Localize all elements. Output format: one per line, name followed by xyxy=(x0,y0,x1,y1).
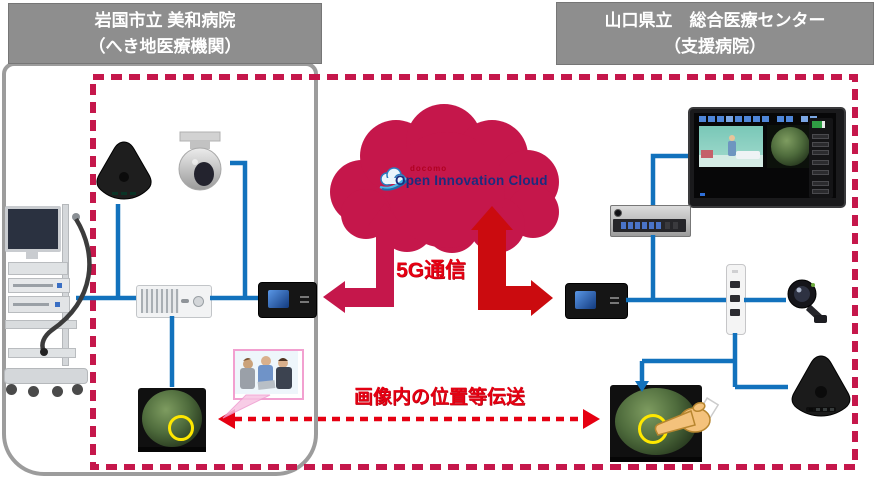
logo-service-text: Open Innovation Cloud xyxy=(395,173,548,188)
endoscopy-cart-icon xyxy=(2,196,94,400)
five-g-label: 5G通信 xyxy=(396,259,467,282)
five-g-arrow-left xyxy=(323,203,402,313)
endoscope-image-left xyxy=(138,388,206,452)
multi-viewer-monitor-icon xyxy=(688,107,846,208)
operating-room-video xyxy=(699,126,763,167)
docomo-cloud-logo: docomo Open Innovation Cloud xyxy=(378,164,563,204)
five-g-router-left-icon xyxy=(258,282,317,318)
logo-brand-text: docomo xyxy=(410,164,448,173)
speakerphone-left-icon xyxy=(93,137,155,205)
speakerphone-right-icon xyxy=(788,352,854,420)
right-hospital-type: （支援病院） xyxy=(664,36,766,56)
right-hospital-header: 山口県立 総合医療センター （支援病院） xyxy=(556,2,874,65)
highlight-circle-right xyxy=(638,414,668,444)
left-hospital-type: （へき地医療機関） xyxy=(88,36,242,56)
webcam-icon xyxy=(786,277,829,324)
position-transfer-label: 画像内の位置等伝送 xyxy=(354,387,526,408)
usb-hub-icon xyxy=(726,264,746,335)
av-codec-icon xyxy=(136,285,212,318)
five-g-arrow-right xyxy=(471,206,553,316)
video-conference-illustration xyxy=(233,349,304,400)
left-hospital-header: 岩国市立 美和病院 （へき地医療機関） xyxy=(8,3,322,64)
monitor-control-panel xyxy=(809,118,833,198)
ptz-camera-icon xyxy=(168,130,232,195)
endoscope-video xyxy=(767,125,814,168)
left-hospital-name: 岩国市立 美和病院 xyxy=(94,11,236,30)
highlight-circle-left xyxy=(168,415,194,441)
right-hospital-name: 山口県立 総合医療センター xyxy=(604,11,826,30)
endoscope-image-right xyxy=(610,385,702,462)
video-recorder-icon xyxy=(610,205,691,237)
five-g-router-right-icon xyxy=(565,283,628,319)
